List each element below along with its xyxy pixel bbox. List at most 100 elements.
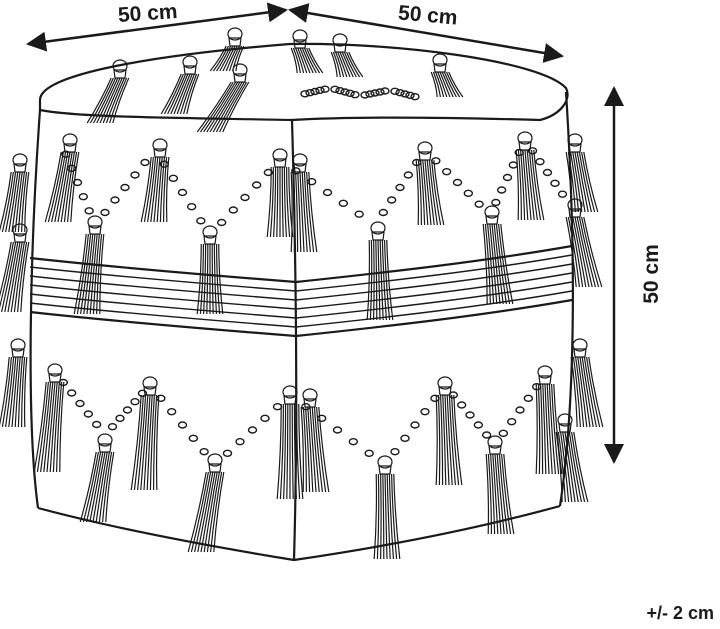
stitch-dot	[177, 421, 188, 429]
tassel-strand	[67, 151, 78, 223]
tassel-strand	[102, 77, 123, 124]
tassel-strand	[485, 453, 490, 535]
tassel-strand	[283, 403, 287, 500]
tassel-strand	[197, 471, 214, 553]
tassel-wrap	[233, 73, 247, 83]
stitch-dot	[228, 206, 239, 214]
tassel	[276, 385, 304, 500]
tassel-strand	[269, 166, 274, 238]
tassel-strand	[8, 356, 17, 428]
tassel	[140, 138, 170, 223]
tassel	[86, 59, 130, 124]
tassel	[535, 365, 563, 475]
tassel-strand	[570, 356, 578, 428]
tassel-wrap	[143, 386, 157, 396]
stitch-dot	[441, 167, 452, 176]
tassel-strand	[581, 216, 600, 288]
tassel-strand	[56, 381, 63, 473]
stitch-dot	[380, 87, 390, 95]
tassel-strand	[555, 431, 563, 503]
tassel-strand	[379, 239, 384, 321]
tassel-strand	[546, 383, 553, 475]
tassel-strand	[213, 471, 225, 553]
tassel-strand	[424, 159, 432, 226]
tassel-knot	[207, 453, 223, 467]
tassel-strand	[292, 47, 301, 74]
stitch-dot	[322, 188, 333, 197]
tassel-strand	[428, 159, 438, 226]
tassel-strand	[346, 51, 361, 78]
tassel-strand	[574, 216, 590, 288]
tassel-strand	[143, 156, 154, 223]
tassel-strand	[570, 216, 584, 288]
pouf-left-edge	[29, 109, 42, 509]
tassel-strand	[551, 383, 560, 475]
stitch-dot	[506, 417, 517, 426]
tassel-strand	[526, 149, 535, 221]
tassel-strand	[163, 73, 184, 115]
tassel-strand	[437, 394, 441, 486]
tassel-strand	[17, 171, 25, 233]
stitch-dot	[378, 208, 389, 217]
tassel-strand	[0, 241, 12, 297]
tassel-strand	[515, 149, 520, 221]
tassel-strand	[150, 156, 159, 223]
tassel-strand	[76, 233, 89, 315]
tassel-strand	[286, 403, 289, 500]
tassel-strand	[446, 71, 461, 98]
braid-stripe	[29, 281, 573, 319]
tassel-strand	[448, 394, 456, 486]
tassel-strand	[98, 451, 110, 523]
tassel-strand	[8, 171, 19, 233]
tassel-strand	[517, 149, 522, 221]
stitch-dot	[410, 421, 420, 429]
tassel-strand	[160, 73, 182, 115]
tassel-strand	[0, 356, 10, 427]
tassel	[79, 433, 115, 523]
tassel-strand	[36, 381, 49, 473]
tassel-strand	[283, 166, 287, 238]
stitch-dot	[405, 91, 415, 100]
braid-stripe	[29, 263, 573, 301]
tassel-strand	[581, 151, 596, 213]
tassel-strand	[190, 471, 209, 553]
tassel-strand	[59, 381, 65, 473]
stitch-dot	[340, 88, 350, 96]
tassel-strand	[232, 45, 243, 72]
tassel-strand	[212, 45, 229, 72]
stitch-dot	[137, 389, 148, 398]
tassel-strand	[5, 171, 17, 233]
tassel-strand	[57, 151, 71, 223]
stitch-dot	[316, 414, 327, 423]
tassel-strand	[581, 356, 594, 428]
tassel-strand	[146, 394, 153, 491]
stitch-dot	[420, 407, 430, 416]
tassel-knot	[567, 133, 583, 147]
tassel-strand	[332, 51, 341, 78]
pouf-bottom-edge	[37, 504, 561, 562]
tassel-strand	[341, 51, 354, 78]
stitch-dot	[166, 407, 177, 416]
tassel-strand	[163, 156, 168, 223]
tassel-strand	[313, 406, 323, 493]
tassel-strand	[301, 47, 314, 74]
tassel	[373, 455, 401, 560]
stitch-dot	[310, 87, 320, 96]
tassel-strand	[10, 241, 23, 313]
tassel-strand	[500, 223, 514, 305]
tassel-strand	[40, 381, 52, 473]
tassel-strand	[503, 453, 515, 535]
tassel-strand	[487, 223, 495, 305]
tassel-wrap	[63, 143, 77, 153]
depth-dimension-label: 50 cm	[397, 1, 459, 30]
stitch-dot	[300, 90, 310, 98]
tassel-strand	[203, 243, 207, 315]
tassel-strand	[422, 159, 429, 226]
tassel-strand	[79, 451, 97, 523]
tassel-strand	[266, 166, 272, 238]
tassel-strand	[420, 159, 426, 226]
stitch-dot	[491, 198, 501, 207]
tassel-strand	[89, 233, 98, 315]
tassel-wrap	[88, 225, 102, 235]
tassel-strand	[533, 149, 545, 221]
